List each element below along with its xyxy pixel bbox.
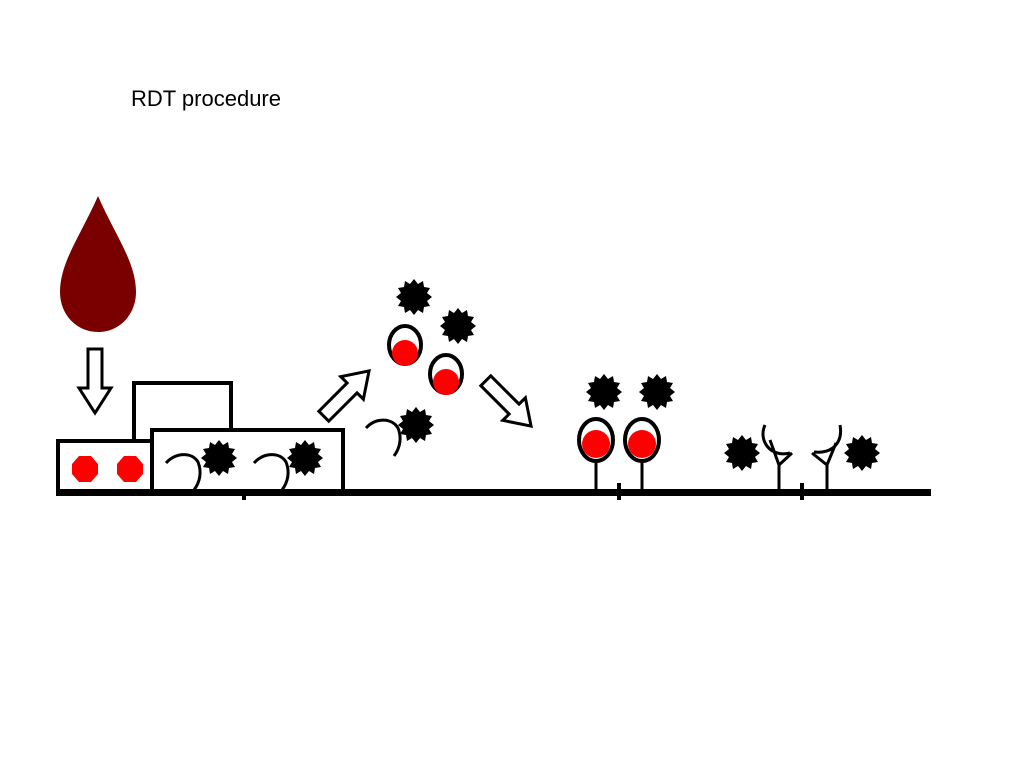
label-particle [724,435,760,471]
blood-drop [60,196,136,332]
label-particle [639,374,675,410]
control-line [724,424,880,492]
antibody-arc [252,453,290,491]
label-particle [586,374,622,410]
antibody-arc [364,418,402,457]
membrane-tick [800,483,804,500]
slide-title: RDT procedure [131,86,281,111]
antigen-red [582,430,610,458]
conjugate-complexes [364,279,476,457]
test-line [577,374,675,492]
label-particle [844,435,880,471]
cassette-step [132,381,233,441]
membrane-strip [56,489,931,496]
label-particle [440,308,476,344]
antigen-red [117,456,143,482]
antigen-red [433,369,459,395]
down-arrow [76,347,114,416]
membrane-tick [617,483,621,500]
membrane-tick [242,489,246,500]
antigen-red [628,430,656,458]
up-right-arrow [316,369,371,424]
conjugate-pad [150,428,345,494]
down-right-arrow [478,373,533,428]
label-particle [398,407,434,443]
sample-pad [56,439,156,494]
antigen-red [72,456,98,482]
antigen-red [392,340,418,366]
antibody-arc [164,453,202,491]
label-particle [396,279,432,315]
